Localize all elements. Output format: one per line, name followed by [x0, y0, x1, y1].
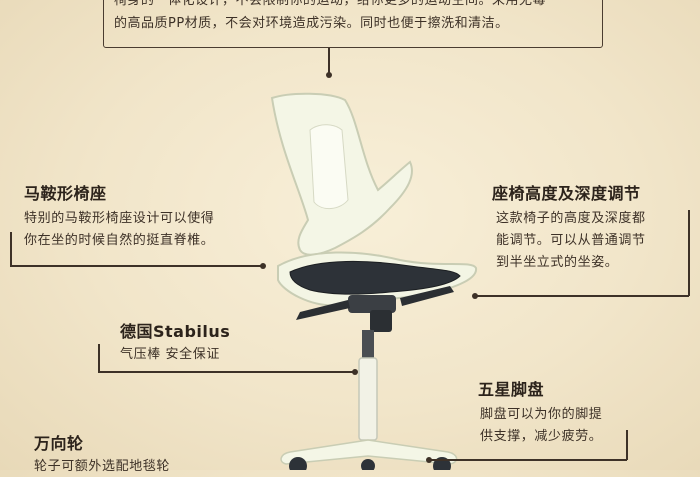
chair-gas-lift	[362, 330, 374, 360]
chair-caster-center	[361, 459, 375, 470]
saddle-seat-title: 马鞍形椅座	[24, 184, 107, 203]
height-depth-connector-dot	[472, 293, 478, 299]
height-depth-connector-v	[688, 210, 690, 296]
base-title: 五星脚盘	[478, 380, 545, 399]
saddle-seat-connector-h	[10, 265, 262, 267]
chair-seat-cushion	[289, 260, 461, 295]
saddle-chair-illustration	[270, 92, 478, 470]
base-desc-line1: 脚盘可以为你的脚提	[480, 407, 603, 422]
saddle-seat-connector-v	[10, 232, 12, 266]
top-description-box: 椅身的一体化设计，不会限制你的运动，给你更多的运动空间。采用无毒 的高品质PP材…	[103, 0, 603, 48]
casters-desc-line1: 轮子可额外选配地毯轮	[34, 459, 171, 474]
casters-title: 万向轮	[34, 434, 84, 453]
chair-caster-left	[289, 457, 307, 470]
top-connector-line	[328, 48, 330, 74]
top-description-line2: 的高品质PP材质，不会对环境造成污染。同时也便于擦洗和清洁。	[114, 16, 509, 31]
stabilus-connector-v	[98, 344, 100, 372]
stabilus-desc-line1: 气压棒 安全保证	[120, 347, 220, 362]
top-description-line1: 椅身的一体化设计，不会限制你的运动，给你更多的运动空间。采用无毒	[114, 0, 547, 8]
base-desc-line2: 供支撑，减少疲劳。	[480, 429, 603, 444]
top-connector-dot	[326, 72, 332, 78]
base-connector-v	[626, 430, 628, 460]
stabilus-title: 德国Stabilus	[120, 322, 231, 341]
stabilus-connector-dot	[352, 369, 358, 375]
stabilus-connector-h	[98, 371, 353, 373]
base-connector-h	[430, 459, 627, 461]
height-depth-desc-line1: 这款椅子的高度及深度都	[496, 211, 646, 226]
saddle-seat-connector-dot	[260, 263, 266, 269]
height-depth-desc-line3: 到半坐立式的坐姿。	[496, 255, 619, 270]
height-depth-connector-h	[476, 295, 689, 297]
saddle-seat-desc-line2: 你在坐的时候自然的挺直脊椎。	[24, 233, 215, 248]
base-connector-dot	[426, 457, 432, 463]
saddle-seat-desc-line1: 特别的马鞍形椅座设计可以使得	[24, 211, 215, 226]
height-depth-title: 座椅高度及深度调节	[492, 184, 641, 203]
chair-five-star-base	[280, 439, 458, 465]
height-depth-desc-line2: 能调节。可以从普通调节	[496, 233, 646, 248]
